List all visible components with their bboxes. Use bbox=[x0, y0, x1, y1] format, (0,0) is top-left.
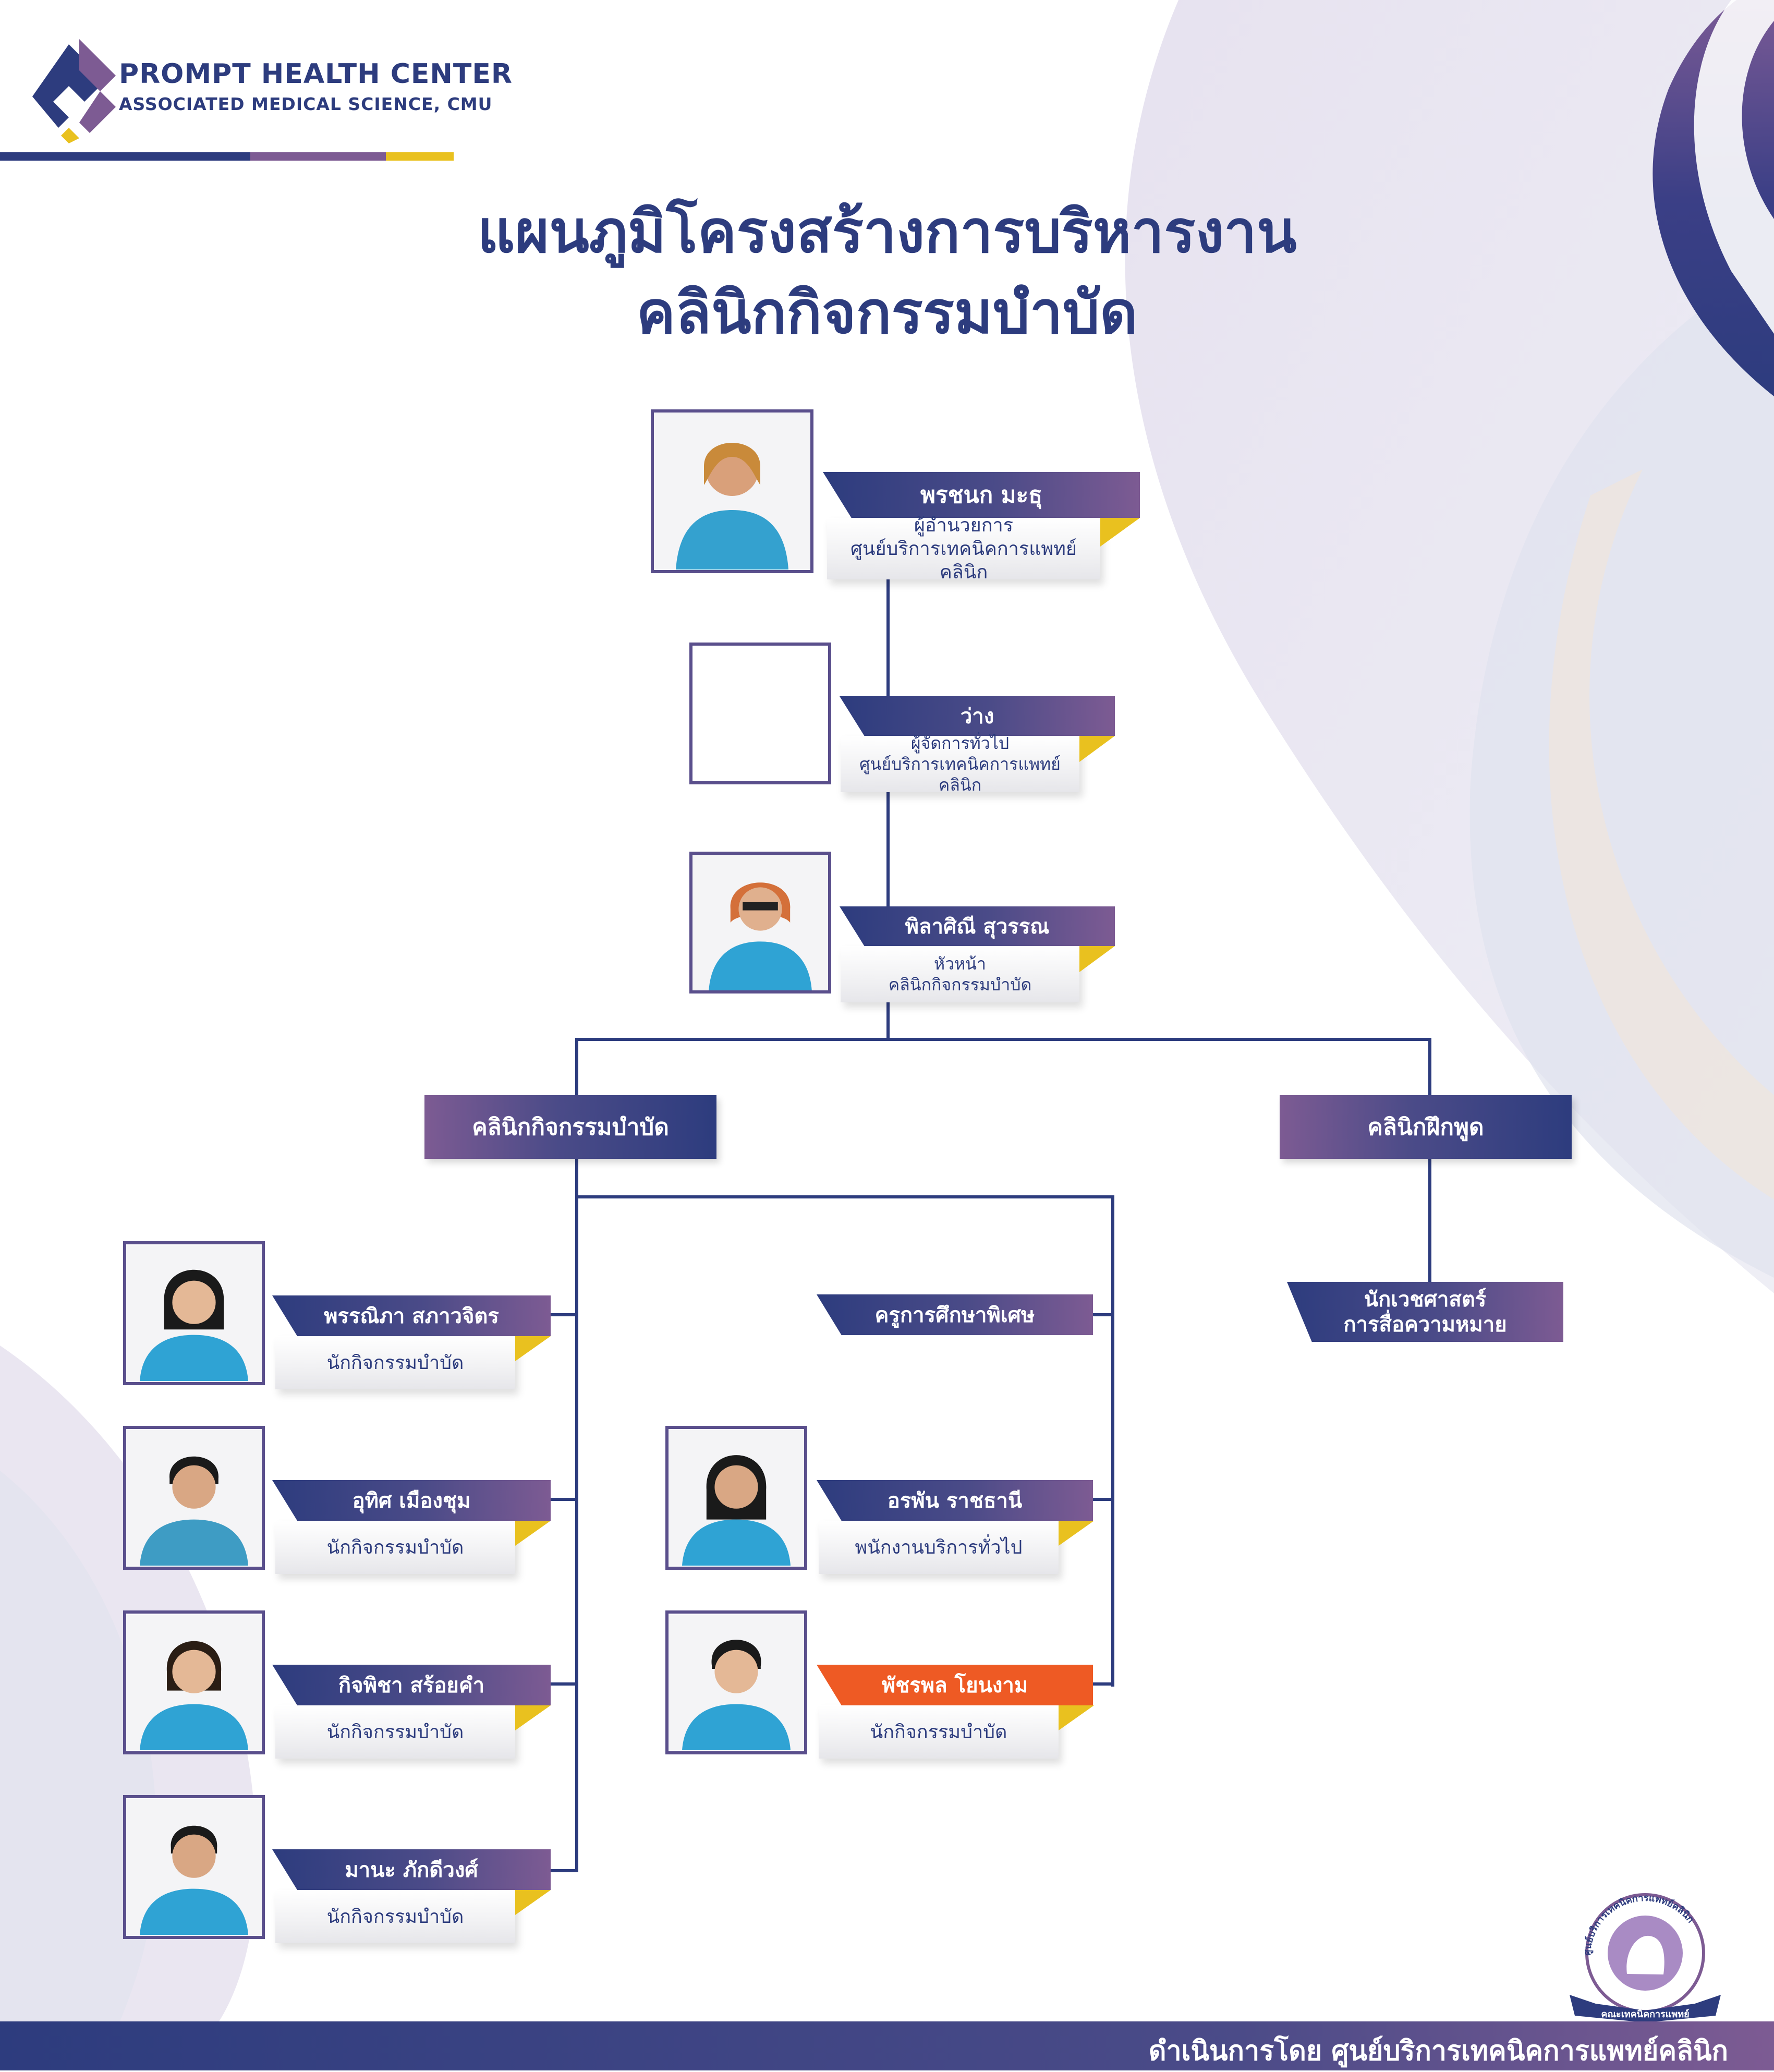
speech-staff-line2: การสื่อความหมาย bbox=[1343, 1312, 1507, 1337]
head-photo bbox=[689, 852, 831, 993]
ot-staff-photo-1 bbox=[123, 1241, 265, 1385]
ot-staff-role-3: นักกิจกรรมบำบัด bbox=[275, 1705, 515, 1759]
head-role-line2: คลินิกกิจกรรมบำบัด bbox=[888, 975, 1032, 995]
ot-staff-accent-3 bbox=[515, 1705, 551, 1730]
ot-staff-photo-3 bbox=[123, 1610, 265, 1754]
connector-right-staff2 bbox=[1090, 1682, 1114, 1686]
page-title-line2: คลินิกกิจกรรมบำบัด bbox=[636, 279, 1138, 347]
ot-staff-name-2: อุทิศ เมืองชุม bbox=[272, 1480, 551, 1521]
ot-right-staff-accent-2 bbox=[1059, 1705, 1094, 1730]
seal-ribbon-text: คณะเทคนิคการแพทย์ bbox=[1601, 2008, 1689, 2020]
connector-to-speech-clinic bbox=[1428, 1038, 1431, 1095]
footer-bar bbox=[0, 2021, 1774, 2070]
ot-right-staff-role-2: นักกิจกรรมบำบัด bbox=[819, 1705, 1059, 1759]
connector-head-split bbox=[886, 999, 890, 1040]
person-avatar-icon bbox=[126, 1245, 262, 1381]
connector-right-vertical bbox=[1111, 1195, 1114, 1687]
manager-name: ว่าง bbox=[840, 696, 1115, 736]
connector-right-staff1 bbox=[1090, 1498, 1114, 1501]
person-avatar-icon bbox=[126, 1799, 262, 1935]
ot-staff-accent-4 bbox=[515, 1890, 551, 1915]
connector-special-ed bbox=[1090, 1313, 1114, 1316]
ot-staff-name-1: พรรณิภา สภาวจิตร bbox=[272, 1295, 551, 1336]
connector-split-horizontal bbox=[575, 1038, 1431, 1041]
manager-photo-empty bbox=[689, 643, 831, 784]
director-accent bbox=[1100, 518, 1140, 547]
manager-role-line2: ศูนย์บริการเทคนิคการแพทย์คลินิก bbox=[859, 754, 1061, 795]
person-avatar-icon bbox=[126, 1430, 262, 1566]
special-ed-teacher: ครูการศึกษาพิเศษ bbox=[817, 1294, 1093, 1335]
head-name: พิลาศิณี สุวรรณ bbox=[840, 906, 1115, 946]
connector-staff4 bbox=[548, 1869, 578, 1872]
ot-right-staff-photo-2 bbox=[665, 1610, 807, 1754]
ot-staff-accent-1 bbox=[515, 1336, 551, 1361]
prompt-health-logo bbox=[32, 39, 116, 143]
ot-right-staff-name-2: พัชรพล โยนงาม bbox=[817, 1665, 1093, 1705]
speech-staff-box: นักเวชศาสตร์ การสื่อความหมาย bbox=[1287, 1282, 1563, 1342]
ot-staff-accent-2 bbox=[515, 1521, 551, 1546]
ot-staff-photo-2 bbox=[123, 1426, 265, 1570]
logo-underline bbox=[0, 152, 250, 161]
page-title-line1: แผนภูมิโครงสร้างการบริหารงาน bbox=[477, 198, 1297, 266]
footer-text: ดำเนินการโดย ศูนย์บริการเทคนิคการแพทย์คล… bbox=[1148, 2035, 1728, 2067]
director-role: ผู้อำนวยการ ศูนย์บริการเทคนิคการแพทย์คลิ… bbox=[827, 515, 1100, 583]
ot-staff-role-1: นักกิจกรรมบำบัด bbox=[275, 1336, 515, 1389]
manager-accent bbox=[1079, 736, 1115, 762]
ot-staff-photo-4 bbox=[123, 1795, 265, 1939]
head-accent bbox=[1079, 946, 1115, 972]
logo-underline-yellow bbox=[386, 152, 454, 161]
logo-underline-purple bbox=[250, 152, 386, 161]
speech-staff-line1: นักเวชศาสตร์ bbox=[1364, 1287, 1487, 1312]
connector-ot-horizontal bbox=[575, 1195, 1114, 1198]
ot-right-staff-photo-1 bbox=[665, 1426, 807, 1570]
head-role-line1: หัวหน้า bbox=[934, 954, 986, 974]
ot-right-staff-accent-1 bbox=[1059, 1521, 1094, 1546]
person-avatar-icon bbox=[654, 413, 810, 570]
logo-title: PROMPT HEALTH CENTER bbox=[119, 58, 513, 90]
head-role: หัวหน้า คลินิกกิจกรรมบำบัด bbox=[841, 946, 1079, 1002]
person-avatar-icon bbox=[669, 1615, 804, 1750]
person-avatar-icon bbox=[692, 855, 828, 990]
manager-role-line1: ผู้จัดการทั่วไป bbox=[910, 733, 1010, 753]
dept-speech-clinic: คลินิกฝึกพูด bbox=[1280, 1095, 1572, 1159]
ot-staff-name-4: มานะ ภักดีวงศ์ bbox=[272, 1849, 551, 1890]
logo-subtitle: ASSOCIATED MEDICAL SCIENCE, CMU bbox=[119, 94, 493, 114]
director-photo bbox=[651, 409, 813, 573]
dept-ot-clinic: คลินิกกิจกรรมบำบัด bbox=[424, 1095, 716, 1159]
connector-to-ot-clinic bbox=[575, 1038, 578, 1095]
faculty-seal: ศูนย์บริการเทคนิคการแพทย์คลินิก คณะเทคนิ… bbox=[1570, 1893, 1721, 2022]
connector-director-manager bbox=[886, 576, 890, 707]
connector-staff1 bbox=[548, 1313, 578, 1316]
director-role-line1: ผู้อำนวยการ bbox=[914, 514, 1014, 536]
connector-speech-vertical bbox=[1428, 1158, 1431, 1283]
director-role-line2: ศูนย์บริการเทคนิคการแพทย์คลินิก bbox=[850, 538, 1077, 583]
person-avatar-icon bbox=[126, 1615, 262, 1750]
ot-right-staff-role-1: พนักงานบริการทั่วไป bbox=[819, 1521, 1059, 1574]
ot-staff-name-3: กิจพิชา สร้อยคำ bbox=[272, 1665, 551, 1705]
connector-ot-vertical bbox=[575, 1158, 578, 1872]
ot-right-staff-name-1: อรพัน ราชธานี bbox=[817, 1480, 1093, 1521]
ot-staff-role-4: นักกิจกรรมบำบัด bbox=[275, 1890, 515, 1943]
person-avatar-icon bbox=[669, 1430, 804, 1566]
connector-manager-head bbox=[886, 787, 890, 918]
ot-staff-role-2: นักกิจกรรมบำบัด bbox=[275, 1521, 515, 1574]
connector-staff3 bbox=[548, 1682, 578, 1686]
connector-staff2 bbox=[548, 1498, 578, 1501]
director-name: พรชนก มะธุ bbox=[823, 472, 1140, 518]
manager-role: ผู้จัดการทั่วไป ศูนย์บริการเทคนิคการแพทย… bbox=[841, 733, 1079, 795]
